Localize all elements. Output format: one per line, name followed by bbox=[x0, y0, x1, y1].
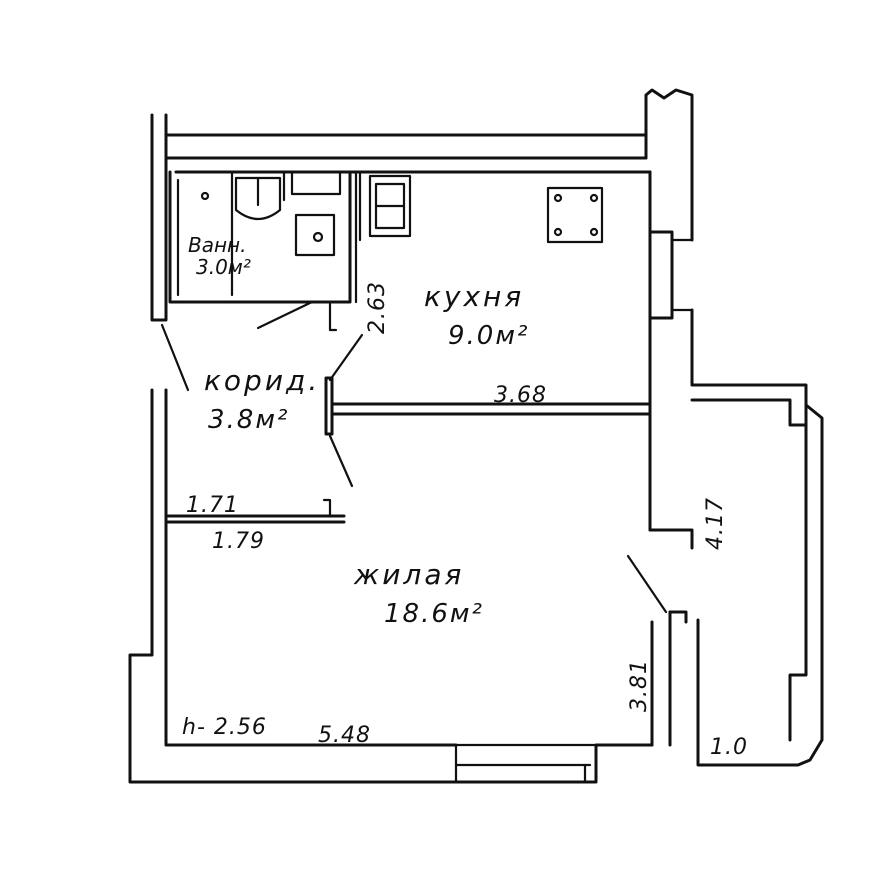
dim-corridor-bottom: 1.79 bbox=[212, 529, 265, 554]
burner-2 bbox=[589, 193, 599, 203]
dim-living-width: 5.48 bbox=[318, 723, 371, 748]
sink-icon bbox=[234, 176, 282, 221]
labels: Ванн. 3.0м² кухня 9.0м² корид. 3.8м² жил… bbox=[182, 233, 748, 760]
wall-top-left-stub bbox=[150, 113, 168, 322]
bath-area: 3.0м² bbox=[196, 255, 251, 279]
balcony-inner bbox=[788, 423, 808, 742]
dim-living-right: 3.81 bbox=[627, 659, 652, 712]
burner-1 bbox=[553, 193, 563, 203]
kitchen-partition-post bbox=[324, 376, 334, 436]
toilet-bowl-icon bbox=[312, 231, 324, 243]
bath-label: Ванн. bbox=[188, 233, 247, 257]
kitchen-sink-icon bbox=[368, 174, 412, 238]
dim-corridor-top: 1.71 bbox=[186, 493, 239, 518]
stove-icon bbox=[546, 186, 604, 244]
bath-drain-icon bbox=[200, 191, 210, 201]
kitchen-fixtures bbox=[368, 174, 604, 244]
dim-living-side: 4.17 bbox=[703, 497, 728, 550]
bath-door-jamb bbox=[328, 300, 338, 332]
dim-kitchen-width: 3.68 bbox=[494, 383, 547, 408]
burner-3 bbox=[553, 227, 563, 237]
wall-living-right-upper bbox=[648, 528, 694, 550]
bath-door-swing bbox=[256, 300, 314, 330]
kitchen-door bbox=[328, 333, 364, 382]
corridor-area: 3.8м² bbox=[208, 405, 289, 435]
toilet-icon bbox=[294, 213, 336, 257]
living-area: 18.6м² bbox=[384, 599, 484, 629]
living-label: жилая bbox=[353, 558, 464, 591]
wall-top bbox=[164, 88, 694, 242]
balcony-outer bbox=[690, 398, 824, 767]
balcony-door-swing bbox=[626, 554, 668, 614]
wall-bottom-inner bbox=[164, 388, 458, 747]
kitchen-label: кухня bbox=[424, 280, 524, 313]
living-door bbox=[328, 434, 354, 488]
bathroom bbox=[168, 170, 362, 332]
kitchen-window-frame bbox=[648, 230, 674, 320]
partitions bbox=[160, 323, 668, 614]
kitchen-area: 9.0м² bbox=[448, 321, 529, 351]
dim-kitchen-height: 2.63 bbox=[365, 281, 390, 334]
burner-4 bbox=[589, 227, 599, 237]
corridor-wall-end bbox=[322, 498, 332, 518]
corridor-label: корид. bbox=[204, 364, 320, 397]
door-balcony-jamb bbox=[668, 610, 688, 624]
dim-balcony: 1.0 bbox=[710, 735, 748, 760]
bath-wall bbox=[168, 170, 352, 304]
outer-walls bbox=[128, 88, 824, 784]
wall-right-outer bbox=[690, 308, 808, 422]
shelf bbox=[290, 170, 342, 196]
corridor-door-left bbox=[160, 323, 190, 392]
dim-ceiling-height: h- 2.56 bbox=[182, 715, 267, 740]
